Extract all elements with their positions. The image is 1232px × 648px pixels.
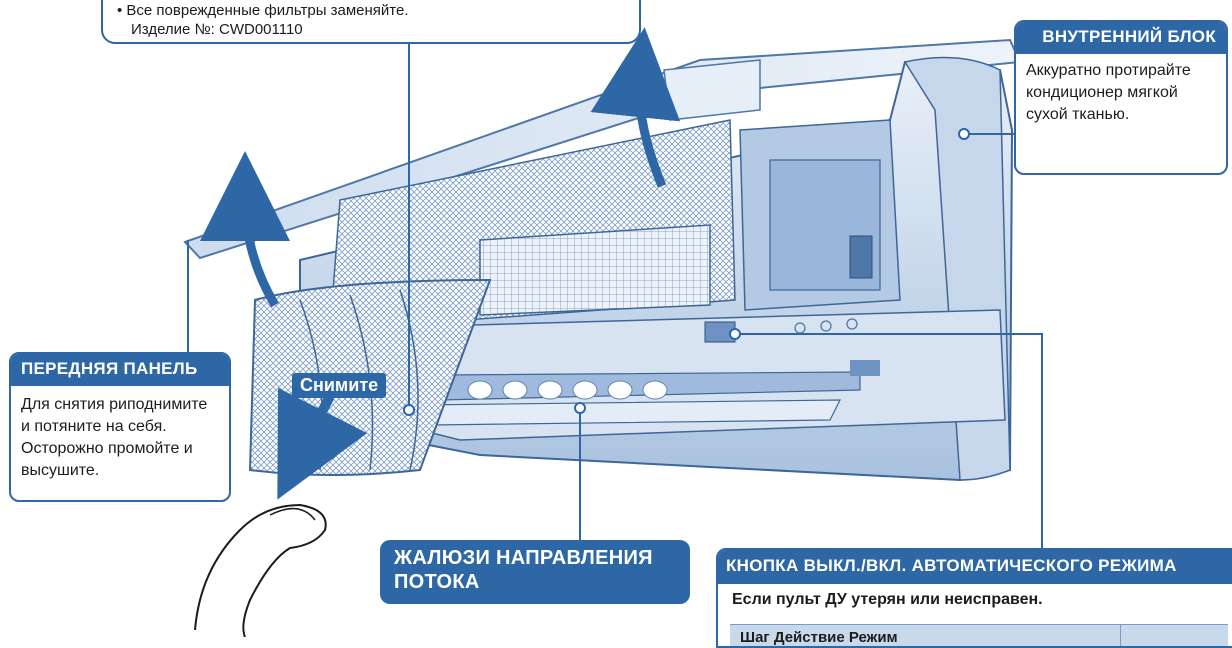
louver-callout: ЖАЛЮЗИ НАПРАВЛЕНИЯ ПОТОКА — [380, 540, 690, 604]
filter-note-line2: Изделие №: CWD001110 — [131, 21, 303, 38]
auto-mode-table-header: Шаг Действие Режим — [730, 624, 1228, 646]
indoor-unit-callout: ВНУТРЕННИЙ БЛОК Аккуратно протирайте кон… — [1014, 20, 1228, 175]
filter-note-callout: • Все поврежденные фильтры заменяйте. Из… — [101, 0, 641, 44]
front-panel-callout: ПЕРЕДНЯЯ ПАНЕЛЬ Для снятия риподнимите и… — [9, 352, 231, 502]
front-panel-title: ПЕРЕДНЯЯ ПАНЕЛЬ — [11, 354, 229, 386]
auto-mode-table-header-text: Шаг Действие Режим — [740, 629, 898, 646]
louver-title: ЖАЛЮЗИ НАПРАВЛЕНИЯ ПОТОКА — [394, 547, 653, 593]
auto-button-subtitle: Если пульт ДУ утерян или неисправен. — [732, 591, 1043, 608]
filter-note-line1: • Все поврежденные фильтры заменяйте. — [117, 2, 409, 19]
auto-button-callout: КНОПКА ВЫКЛ./ВКЛ. АВТОМАТИЧЕСКОГО РЕЖИМА… — [716, 548, 1232, 648]
indoor-unit-text: Аккуратно протирайте кондиционер мягкой … — [1026, 62, 1191, 123]
auto-button-title: КНОПКА ВЫКЛ./ВКЛ. АВТОМАТИЧЕСКОГО РЕЖИМА — [718, 550, 1232, 584]
hand-shape — [194, 503, 327, 637]
front-panel-text: Для снятия риподнимите и потяните на себ… — [21, 396, 208, 479]
indoor-unit-title: ВНУТРЕННИЙ БЛОК — [1016, 22, 1226, 54]
remove-filter-label: Снимите — [292, 373, 387, 398]
table-divider — [1120, 625, 1121, 646]
